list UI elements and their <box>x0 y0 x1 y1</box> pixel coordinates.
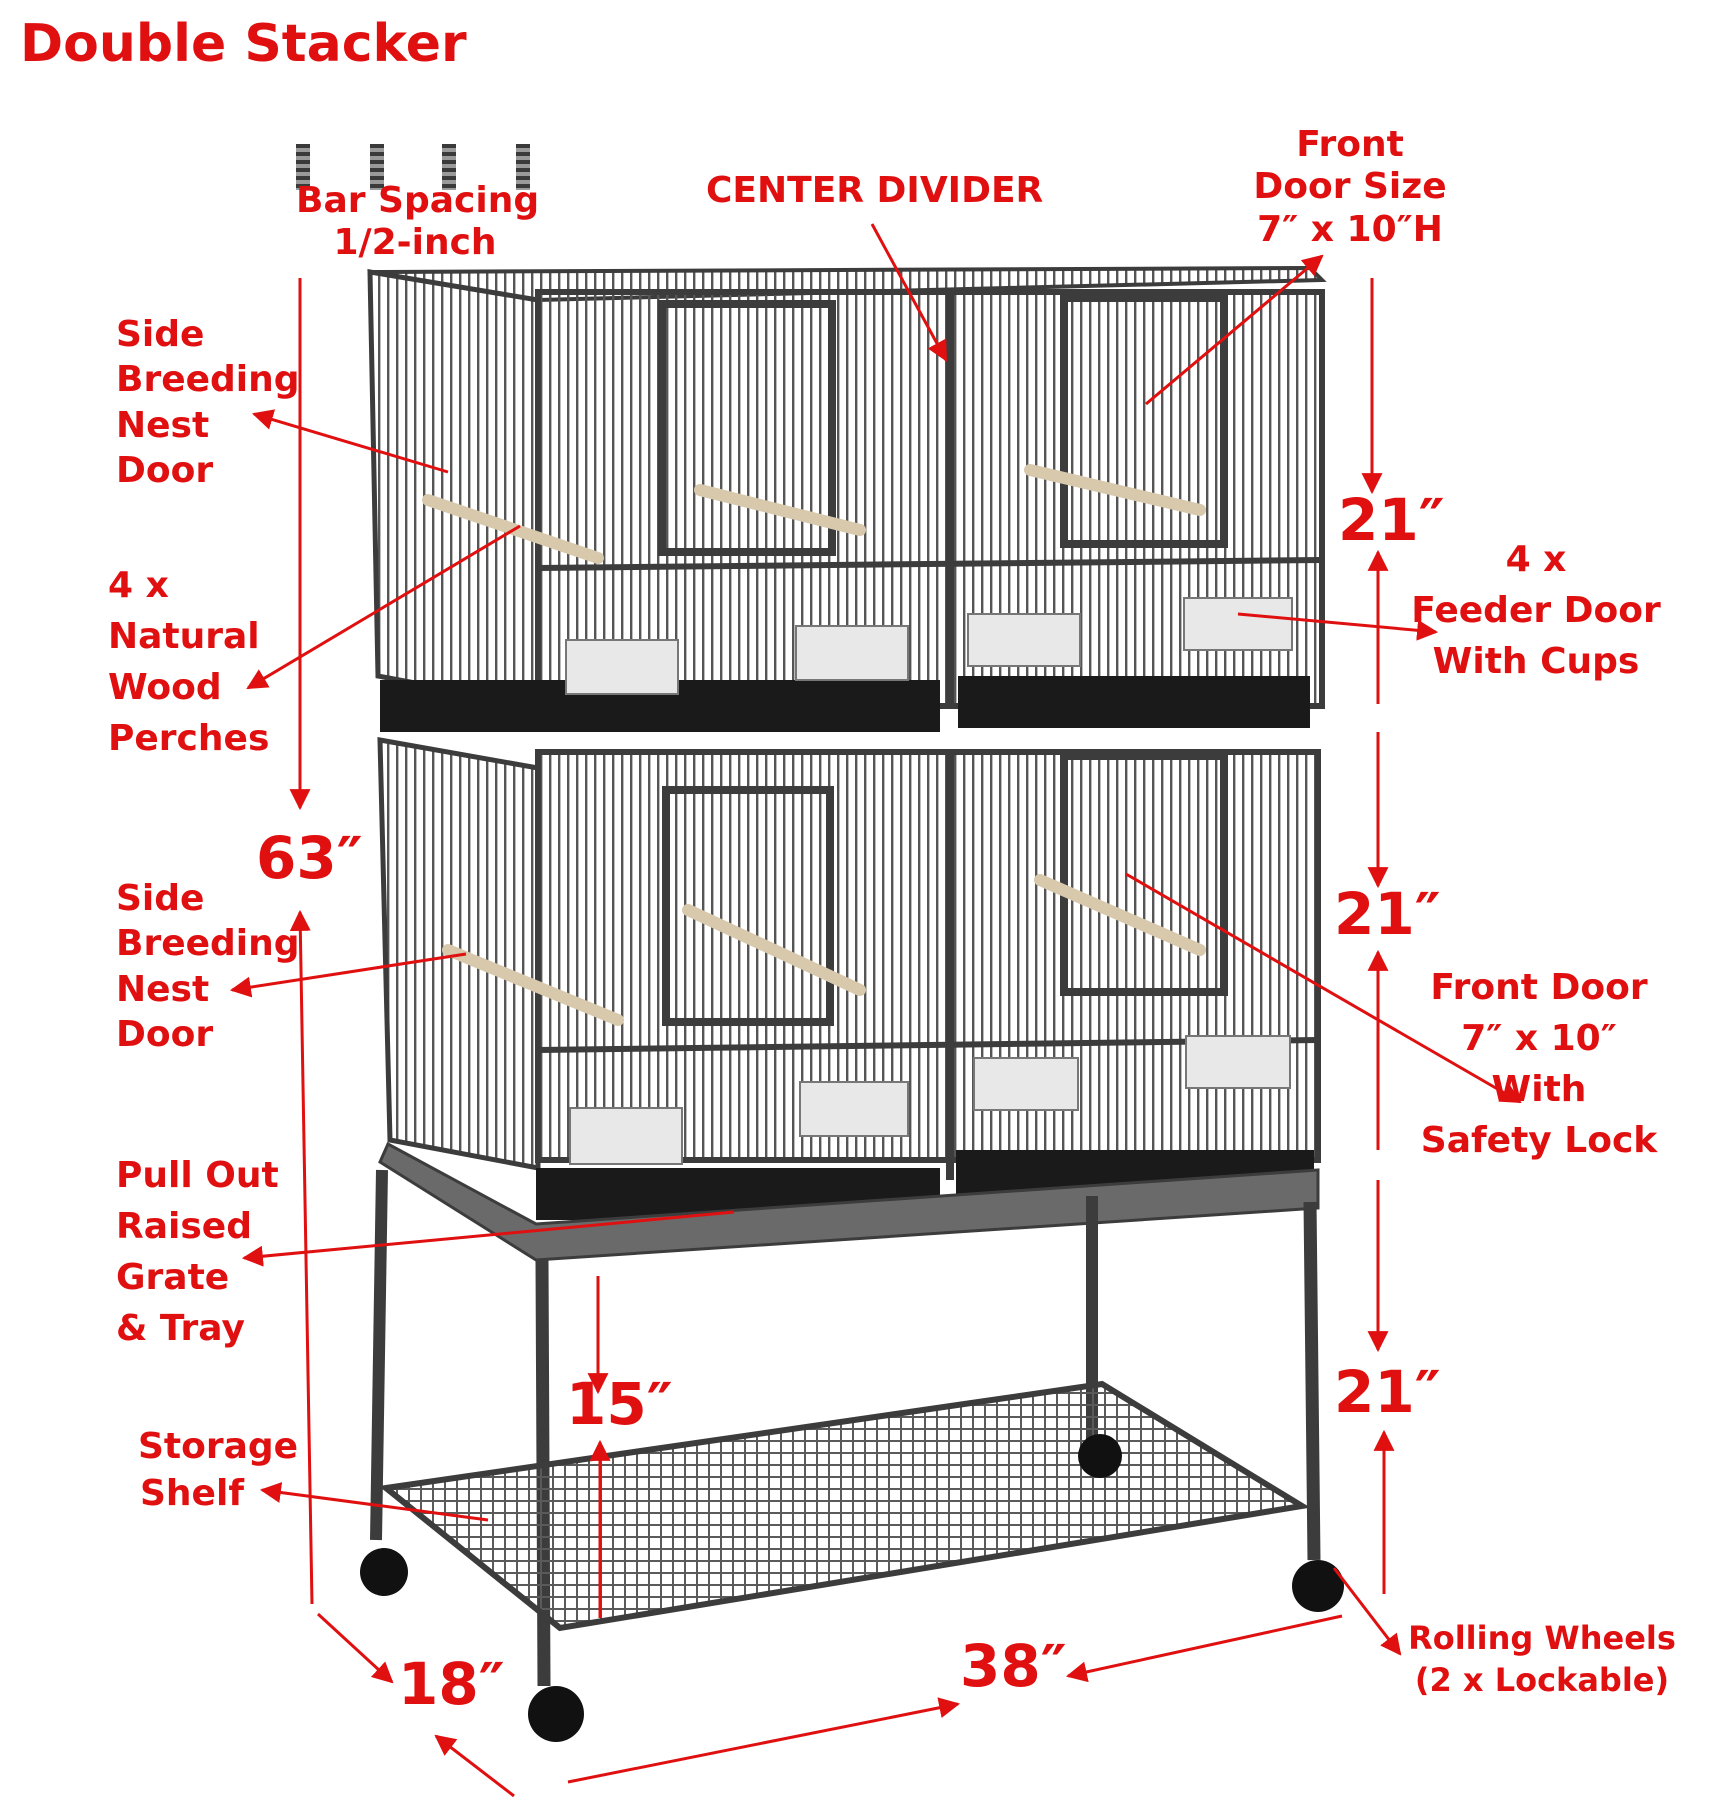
stand-frame-top <box>378 1141 1320 1262</box>
upper-cup-3 <box>967 613 1081 667</box>
perches-label: 4 x Natural Wood Perches <box>108 565 270 760</box>
depth-label: 18″ <box>398 1650 505 1718</box>
pull-out-label: Pull Out Raised Grate & Tray <box>116 1155 279 1350</box>
arrow-perches <box>246 524 521 690</box>
upper-cup-1 <box>565 639 679 695</box>
front-door-lock-label: Front Door 7″ x 10″ With Safety Lock <box>1420 967 1658 1162</box>
height-total-label: 63″ <box>256 824 363 892</box>
upper-cup-4 <box>1183 597 1293 651</box>
caster-back-right <box>1078 1434 1122 1478</box>
bar-spacing-sample-3 <box>442 144 456 190</box>
arrow-width-left <box>567 1697 961 1784</box>
upper-left-door <box>658 300 836 556</box>
lower-cage-front <box>535 749 1321 1163</box>
stand-leg-back-left <box>370 1169 388 1541</box>
arrow-depth-up <box>316 1612 394 1684</box>
arrow-front-door-lock <box>1125 872 1522 1104</box>
upper-perch-3 <box>1024 464 1206 516</box>
bar-spacing-sample-2 <box>370 144 384 190</box>
lower-left-door <box>662 786 834 1026</box>
arrow-storage-shelf <box>259 1482 489 1522</box>
lower-cage <box>377 737 1321 1220</box>
arrow-height-total-bottom <box>289 909 314 1605</box>
caster-front-left <box>528 1686 584 1742</box>
width-label: 38″ <box>960 1632 1067 1700</box>
upper-cup-2 <box>795 625 909 681</box>
bar-spacing-sample-4 <box>516 144 530 190</box>
upper-tray-right <box>958 676 1310 728</box>
arrow-front-door-size <box>1145 254 1324 406</box>
annotation-arrows <box>229 223 1522 1798</box>
upper-cage-side <box>367 269 541 710</box>
storage-shelf-grid <box>378 1380 1311 1632</box>
upper-feeder-rail <box>537 557 1323 571</box>
upper-perch-2 <box>694 484 866 536</box>
lower-cup-4 <box>1185 1035 1291 1089</box>
side-nest-door-bottom-label: Side Breeding Nest Door <box>116 878 300 1056</box>
caster-front-right <box>1292 1560 1344 1612</box>
side-nest-door-top-label: Side Breeding Nest Door <box>116 314 300 492</box>
middle-section-label: 21″ <box>1334 880 1441 948</box>
rolling-wheels-label: Rolling Wheels (2 x Lockable) <box>1408 1619 1676 1699</box>
upper-cage <box>367 265 1327 732</box>
arrow-pull-out <box>241 1210 735 1267</box>
feeder-door-label: 4 x Feeder Door With Cups <box>1411 539 1661 683</box>
storage-shelf-label: Storage Shelf <box>138 1426 299 1514</box>
stand-leg-front-right <box>1303 1201 1321 1561</box>
top-section-label: 21″ <box>1338 486 1445 554</box>
arrow-feeder-door <box>1237 612 1439 641</box>
arrow-width-right <box>1065 1614 1343 1683</box>
bar-spacing-sample-1 <box>296 144 310 190</box>
bar-spacing-label: Bar Spacing 1/2-inch <box>296 180 540 264</box>
page-title: Double Stacker <box>20 14 467 74</box>
lower-right-door <box>1060 752 1228 996</box>
shelf-clearance-label: 15″ <box>566 1370 673 1438</box>
stand-section-label: 21″ <box>1334 1358 1441 1426</box>
lower-perch-3 <box>1034 874 1206 956</box>
upper-right-door <box>1060 294 1228 548</box>
arrow-depth-down <box>434 1734 515 1798</box>
lower-cup-3 <box>973 1057 1079 1111</box>
caster-back-left <box>360 1548 408 1596</box>
lower-perch-1 <box>442 944 624 1026</box>
arrow-rolling-wheels <box>1332 1567 1402 1656</box>
front-door-size-label: Front Door Size 7″ x 10″H <box>1253 124 1447 250</box>
arrow-side-nest-bottom <box>229 952 467 998</box>
center-divider-label: CENTER DIVIDER <box>706 170 1044 211</box>
lower-perch-2 <box>682 904 866 996</box>
stand <box>360 1141 1344 1742</box>
lower-cup-2 <box>799 1081 909 1137</box>
lower-cup-1 <box>569 1107 683 1165</box>
arrow-center-divider <box>870 223 948 362</box>
arrow-side-nest-top <box>251 409 449 474</box>
